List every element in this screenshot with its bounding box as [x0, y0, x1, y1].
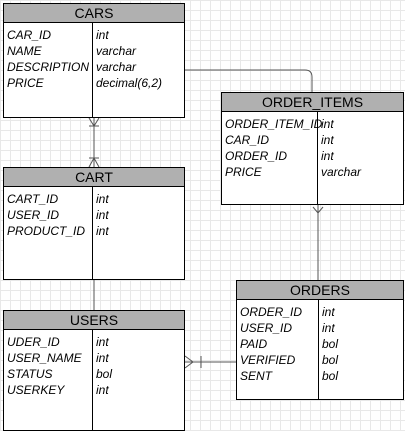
attribute-type: int — [322, 321, 335, 335]
attribute-name: PRODUCT_ID — [7, 224, 86, 238]
column-divider — [317, 112, 318, 204]
attribute-row: CAR_ID int — [4, 27, 184, 43]
attribute-type: int — [96, 383, 109, 397]
attribute-name: UDER_ID — [7, 335, 60, 349]
attribute-type: int — [321, 117, 334, 131]
attribute-name: STATUS — [7, 367, 53, 381]
entity-title: ORDER_ITEMS — [222, 93, 403, 112]
attribute-name: ORDER_ID — [225, 149, 288, 163]
attribute-name: PAID — [240, 337, 268, 351]
attribute-name: CAR_ID — [7, 28, 52, 42]
orders-users-relationship[interactable] — [184, 355, 236, 369]
attribute-name: PRICE — [7, 76, 44, 90]
attribute-name: ORDER_ID — [240, 305, 303, 319]
attribute-row: ORDER_ID int — [222, 148, 403, 164]
attribute-row: USER_ID int — [237, 320, 403, 336]
attribute-type: int — [322, 305, 335, 319]
attribute-name: USER_ID — [240, 321, 293, 335]
column-divider — [92, 330, 93, 430]
attribute-name: NAME — [7, 44, 42, 58]
attribute-type: int — [96, 351, 109, 365]
entity-title: CARS — [4, 4, 184, 23]
attribute-type: int — [96, 208, 109, 222]
attribute-type: varchar — [96, 60, 137, 74]
attribute-type: bol — [322, 369, 339, 383]
attribute-row: PRODUCT_ID int — [4, 223, 184, 239]
attribute-name: CAR_ID — [225, 133, 270, 147]
attribute-name: VERIFIED — [240, 353, 296, 367]
attribute-type: decimal(6,2) — [96, 76, 163, 90]
attribute-type: bol — [96, 367, 113, 381]
order-items-orders-relationship[interactable] — [312, 205, 324, 280]
attribute-name: ORDER_ITEM_ID — [225, 117, 323, 131]
attribute-row: PRICE varchar — [222, 164, 403, 180]
attribute-row: USER_ID int — [4, 207, 184, 223]
entity-title: ORDERS — [237, 281, 403, 300]
entity-title: USERS — [4, 311, 184, 330]
attribute-row: NAME varchar — [4, 43, 184, 59]
attribute-row: USER_NAME int — [4, 350, 184, 366]
attribute-row: DESCRIPTION varchar — [4, 59, 184, 75]
attribute-type: varchar — [96, 44, 137, 58]
column-divider — [318, 300, 319, 399]
attribute-name: USERKEY — [7, 383, 65, 397]
attribute-type: varchar — [321, 165, 362, 179]
attribute-row: USERKEY int — [4, 382, 184, 398]
attribute-name: USER_ID — [7, 208, 60, 222]
cars-order-items-relationship[interactable] — [185, 69, 313, 92]
column-divider — [92, 187, 93, 279]
attribute-row: ORDER_ID int — [237, 304, 403, 320]
entity-cars[interactable]: CARS CAR_ID int NAME varchar DESCRIPTION va… — [3, 3, 185, 118]
attribute-type: int — [96, 28, 109, 42]
attribute-row: VERIFIED bol — [237, 352, 403, 368]
attribute-name: USER_NAME — [7, 351, 82, 365]
attribute-row: STATUS bol — [4, 366, 184, 382]
attribute-row: PAID bol — [237, 336, 403, 352]
attribute-name: DESCRIPTION — [7, 60, 90, 74]
attribute-type: bol — [322, 353, 339, 367]
attribute-row: PRICE decimal(6,2) — [4, 75, 184, 91]
attribute-type: int — [96, 224, 109, 238]
attribute-row: UDER_ID int — [4, 334, 184, 350]
attribute-row: SENT bol — [237, 368, 403, 384]
attribute-type: int — [96, 335, 109, 349]
attribute-type: int — [321, 133, 334, 147]
attribute-type: int — [321, 149, 334, 163]
attribute-row: CART_ID int — [4, 191, 184, 207]
attribute-type: int — [96, 192, 109, 206]
column-divider — [92, 23, 93, 117]
attribute-type: bol — [322, 337, 339, 351]
cars-cart-relationship[interactable] — [88, 117, 100, 168]
entity-attributes: CAR_ID int NAME varchar DESCRIPTION varchar… — [4, 23, 184, 117]
attribute-row: CAR_ID int — [222, 132, 403, 148]
attribute-name: SENT — [240, 369, 273, 383]
attribute-name: CART_ID — [7, 192, 59, 206]
attribute-name: PRICE — [225, 165, 262, 179]
entity-title: CART — [4, 168, 184, 187]
